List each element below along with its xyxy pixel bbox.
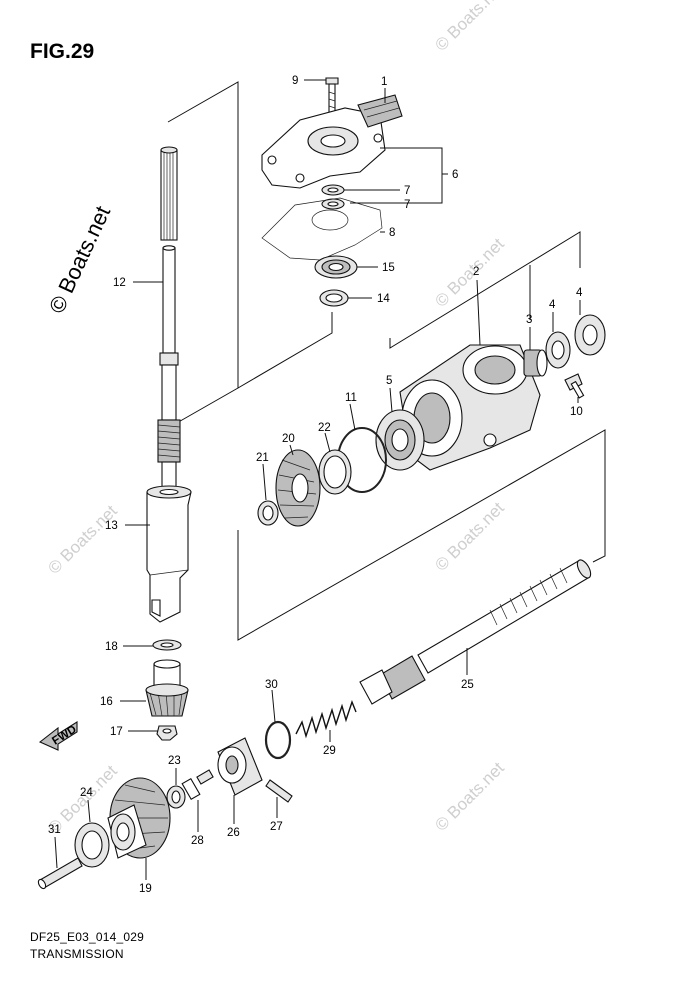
callout-3: 3 bbox=[526, 314, 532, 326]
pump-group-bracket bbox=[237, 312, 333, 389]
pin-31 bbox=[39, 857, 83, 889]
callout-12: 12 bbox=[113, 277, 126, 289]
callout-26: 26 bbox=[227, 827, 240, 839]
callout-25: 25 bbox=[461, 679, 474, 691]
group-outlines bbox=[167, 81, 606, 641]
callout-18: 18 bbox=[105, 641, 118, 653]
watermark-tile: © Boats.net bbox=[431, 498, 508, 575]
figure-title: FIG.29 bbox=[30, 40, 95, 63]
fwd-arrow: FWD bbox=[38, 721, 79, 751]
figure-caption: TRANSMISSION bbox=[30, 947, 124, 961]
callout-8: 8 bbox=[389, 227, 395, 239]
callout-6: 6 bbox=[452, 169, 458, 181]
pump-gasket bbox=[261, 197, 383, 261]
leader-lines bbox=[54, 79, 581, 880]
callout-5: 5 bbox=[386, 375, 392, 387]
drive-shaft bbox=[157, 146, 181, 498]
pinion-assembly bbox=[145, 639, 189, 741]
water-pump-group bbox=[261, 77, 403, 307]
callout-2: 2 bbox=[473, 266, 479, 278]
callout-13: 13 bbox=[105, 520, 118, 532]
callout-31: 31 bbox=[48, 824, 61, 836]
clutch-dog bbox=[217, 737, 263, 796]
callout-17: 17 bbox=[110, 726, 123, 738]
washer-23 bbox=[166, 785, 186, 809]
drive-shaft-group-bracket bbox=[167, 81, 239, 429]
callout-30: 30 bbox=[265, 679, 278, 691]
forward-gear bbox=[107, 777, 171, 859]
callout-16: 16 bbox=[100, 696, 113, 708]
watermark-tile: © Boats.net bbox=[431, 758, 508, 835]
callout-20: 20 bbox=[282, 433, 295, 445]
callout-28: 28 bbox=[191, 835, 204, 847]
callout-19: 19 bbox=[139, 883, 152, 895]
fwd-label: FWD bbox=[50, 723, 79, 747]
callout-7: 7 bbox=[404, 185, 410, 197]
callout-4: 4 bbox=[549, 299, 556, 311]
pin-28 bbox=[181, 769, 214, 801]
callout-15: 15 bbox=[382, 262, 395, 274]
callout-1: 1 bbox=[381, 76, 387, 88]
spring-29 bbox=[295, 699, 357, 739]
callout-labels: 1 2 3 4 4 5 6 7 7 8 9 10 11 12 13 14 15 … bbox=[48, 75, 583, 895]
callout-4: 4 bbox=[576, 287, 583, 299]
ring-30 bbox=[264, 720, 292, 760]
callout-11: 11 bbox=[345, 392, 357, 404]
watermark-tile: © Boats.net bbox=[431, 0, 508, 55]
drive-shaft-sleeve bbox=[146, 485, 192, 623]
drawing-code: DF25_E03_014_029 bbox=[30, 930, 144, 944]
callout-21: 21 bbox=[256, 452, 269, 464]
propeller-shaft-group-bracket bbox=[237, 429, 606, 641]
callout-29: 29 bbox=[323, 745, 336, 757]
callout-7: 7 bbox=[404, 199, 410, 211]
callout-14: 14 bbox=[377, 293, 390, 305]
propeller-shaft bbox=[359, 559, 592, 705]
callout-22: 22 bbox=[318, 422, 331, 434]
callout-9: 9 bbox=[292, 75, 298, 87]
callout-24: 24 bbox=[80, 787, 93, 799]
gear-case-housing-group bbox=[257, 314, 606, 527]
shim-24 bbox=[74, 822, 110, 868]
watermark-tile: © Boats.net bbox=[44, 501, 121, 578]
watermark-main: © Boats.net bbox=[44, 202, 115, 317]
pin-27 bbox=[265, 779, 293, 803]
callout-27: 27 bbox=[270, 821, 283, 833]
pump-cover-piece bbox=[357, 94, 403, 128]
callout-23: 23 bbox=[168, 755, 181, 767]
bearing-housing-bracket bbox=[389, 231, 581, 349]
callout-10: 10 bbox=[570, 406, 583, 418]
